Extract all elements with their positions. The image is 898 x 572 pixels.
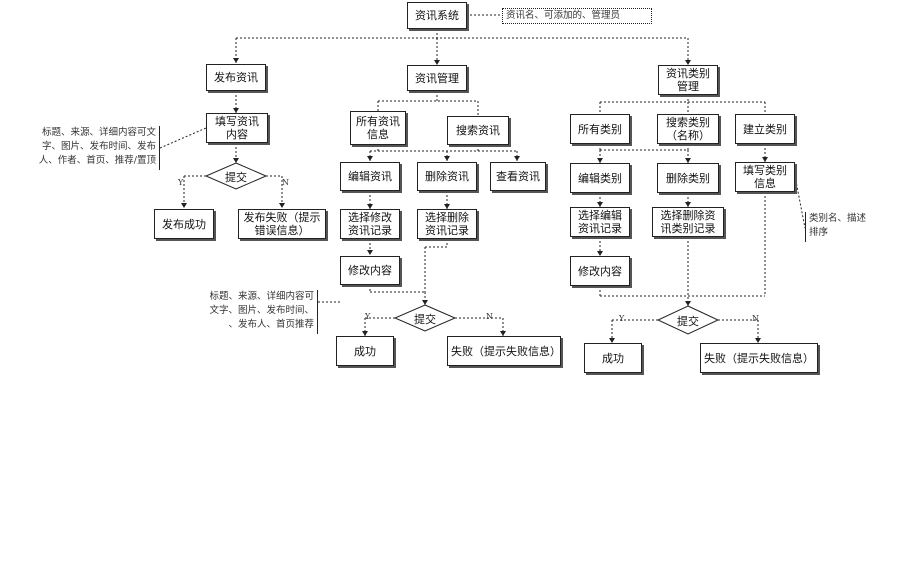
root-note: 资讯名、可添加的、管理员 xyxy=(502,8,652,24)
category-edit-node: 编辑类别 xyxy=(570,163,630,193)
arrowhead xyxy=(367,156,373,161)
connector xyxy=(794,175,806,229)
publish-fill-node: 填写资讯 内容 xyxy=(206,113,268,143)
manage-fail-node: 失败（提示失败信息） xyxy=(447,336,561,366)
publish-fail-node: 发布失败（提示 错误信息） xyxy=(238,209,326,239)
category-select-delete-node: 选择删除资 讯类别记录 xyxy=(652,207,724,237)
category-success-node: 成功 xyxy=(584,343,642,373)
arrowhead xyxy=(597,251,603,256)
arrowhead xyxy=(422,300,428,305)
manage-yes-label: Y xyxy=(365,312,371,321)
arrowhead xyxy=(233,58,239,63)
category-note: 类别名、描述 排序 xyxy=(805,212,880,242)
category-fail-node: 失败（提示失败信息） xyxy=(700,343,818,373)
arrowhead xyxy=(597,158,603,163)
category-delete-node: 删除类别 xyxy=(657,163,719,193)
arrowhead xyxy=(685,158,691,163)
manage-edit-node: 编辑资讯 xyxy=(340,162,400,191)
publish-no-label: N xyxy=(282,178,289,187)
category-submit-diamond xyxy=(656,305,720,335)
manage-view-node: 查看资讯 xyxy=(490,162,546,191)
connector xyxy=(159,127,207,149)
manage-submit-diamond xyxy=(393,304,457,332)
category-yes-label: Y xyxy=(619,314,625,323)
category-select-edit-node: 选择编辑 资讯记录 xyxy=(570,207,630,237)
arrowhead xyxy=(181,203,187,208)
category-no-label: N xyxy=(752,314,759,323)
manage-node: 资讯管理 xyxy=(407,65,467,91)
arrowhead xyxy=(444,204,450,209)
publish-node: 发布资讯 xyxy=(206,64,266,91)
manage-modify-node: 修改内容 xyxy=(340,256,400,285)
arrowhead xyxy=(597,202,603,207)
publish-success-node: 发布成功 xyxy=(154,209,214,239)
arrowhead xyxy=(500,331,506,336)
arrowhead xyxy=(762,157,768,162)
arrowhead xyxy=(444,156,450,161)
category-all-node: 所有类别 xyxy=(570,114,630,144)
manage-success-node: 成功 xyxy=(336,336,394,366)
arrowhead xyxy=(362,331,368,336)
root-node: 资讯系统 xyxy=(407,2,467,29)
arrowhead xyxy=(233,108,239,113)
publish-yes-label: Y xyxy=(178,178,184,187)
manage-select-edit-node: 选择修改 资讯记录 xyxy=(340,209,400,239)
manage-no-label: N xyxy=(486,312,493,321)
manage-all-node: 所有资讯 信息 xyxy=(350,111,406,145)
arrowhead xyxy=(367,250,373,255)
arrowhead xyxy=(685,60,691,65)
arrowhead xyxy=(685,301,691,306)
category-create-node: 建立类别 xyxy=(735,114,795,144)
arrowhead xyxy=(755,338,761,343)
publish-submit-diamond xyxy=(204,162,268,190)
manage-submit-label: 提交 xyxy=(414,313,436,326)
arrowhead xyxy=(367,204,373,209)
category-modify-node: 修改内容 xyxy=(570,256,630,286)
manage-delete-node: 删除资讯 xyxy=(417,162,477,191)
category-fill-node: 填写类别 信息 xyxy=(735,162,795,192)
category-submit-label: 提交 xyxy=(677,315,699,328)
publish-note: 标题、来源、详细内容可文 字、图片、发布时间、发布 人、作者、首页、推荐/置顶 xyxy=(4,126,160,170)
arrowhead xyxy=(434,60,440,65)
arrowhead xyxy=(233,158,239,163)
arrowhead xyxy=(609,338,615,343)
publish-submit-label: 提交 xyxy=(225,171,247,184)
manage-search-node: 搜索资讯 xyxy=(447,116,509,145)
arrowhead xyxy=(279,203,285,208)
arrowhead xyxy=(514,156,520,161)
category-node: 资讯类别 管理 xyxy=(658,65,718,95)
category-search-node: 搜索类别 （名称） xyxy=(657,114,719,144)
manage-note: 标题、来源、详细内容可 文字、图片、发布时间、 、发布人、首页推荐 xyxy=(166,290,318,334)
arrowhead xyxy=(685,202,691,207)
manage-select-delete-node: 选择删除 资讯记录 xyxy=(417,209,477,239)
